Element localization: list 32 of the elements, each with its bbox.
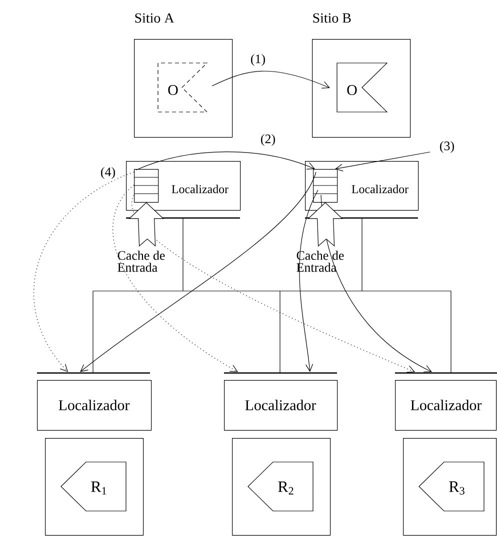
locator-box: Localizador: [37, 380, 152, 431]
dotted-arrow: [132, 194, 415, 373]
arrow: [299, 190, 318, 372]
cache-stack: [312, 169, 338, 203]
replica-flag: R$_{2}$: [248, 462, 314, 512]
dotted-arrow: [112, 184, 238, 372]
locator-box: Localizador: [126, 161, 241, 211]
replica-flag: R$_{3}$: [418, 462, 484, 512]
cache-label: Cache de Entrada: [118, 250, 165, 272]
object-flag: O: [336, 62, 388, 112]
arrow: [212, 70, 330, 88]
locator-box: Localizador: [224, 380, 338, 431]
locator-box: Localizador: [395, 380, 497, 431]
edge-label: (4): [99, 166, 117, 180]
block-arrow: [128, 202, 164, 247]
arrow: [335, 152, 430, 172]
arrow: [80, 172, 316, 372]
dotted-arrow: [34, 172, 134, 372]
replica-box: [45, 438, 144, 536]
node-label: Sitio A: [135, 13, 174, 23]
edge-label: (3): [438, 140, 456, 154]
node-label: Sitio B: [313, 13, 351, 23]
edge-label: (1): [249, 53, 267, 67]
replica-box: [403, 438, 497, 536]
arrow: [136, 152, 315, 170]
object-flag: O: [158, 62, 208, 112]
block-arrow: [308, 202, 344, 247]
locator-box: Localizador: [305, 161, 419, 211]
replica-flag: R$_{1}$: [60, 462, 126, 512]
edge-label: (2): [259, 133, 277, 147]
cache-stack: [134, 169, 159, 203]
replica-box: [232, 438, 331, 536]
